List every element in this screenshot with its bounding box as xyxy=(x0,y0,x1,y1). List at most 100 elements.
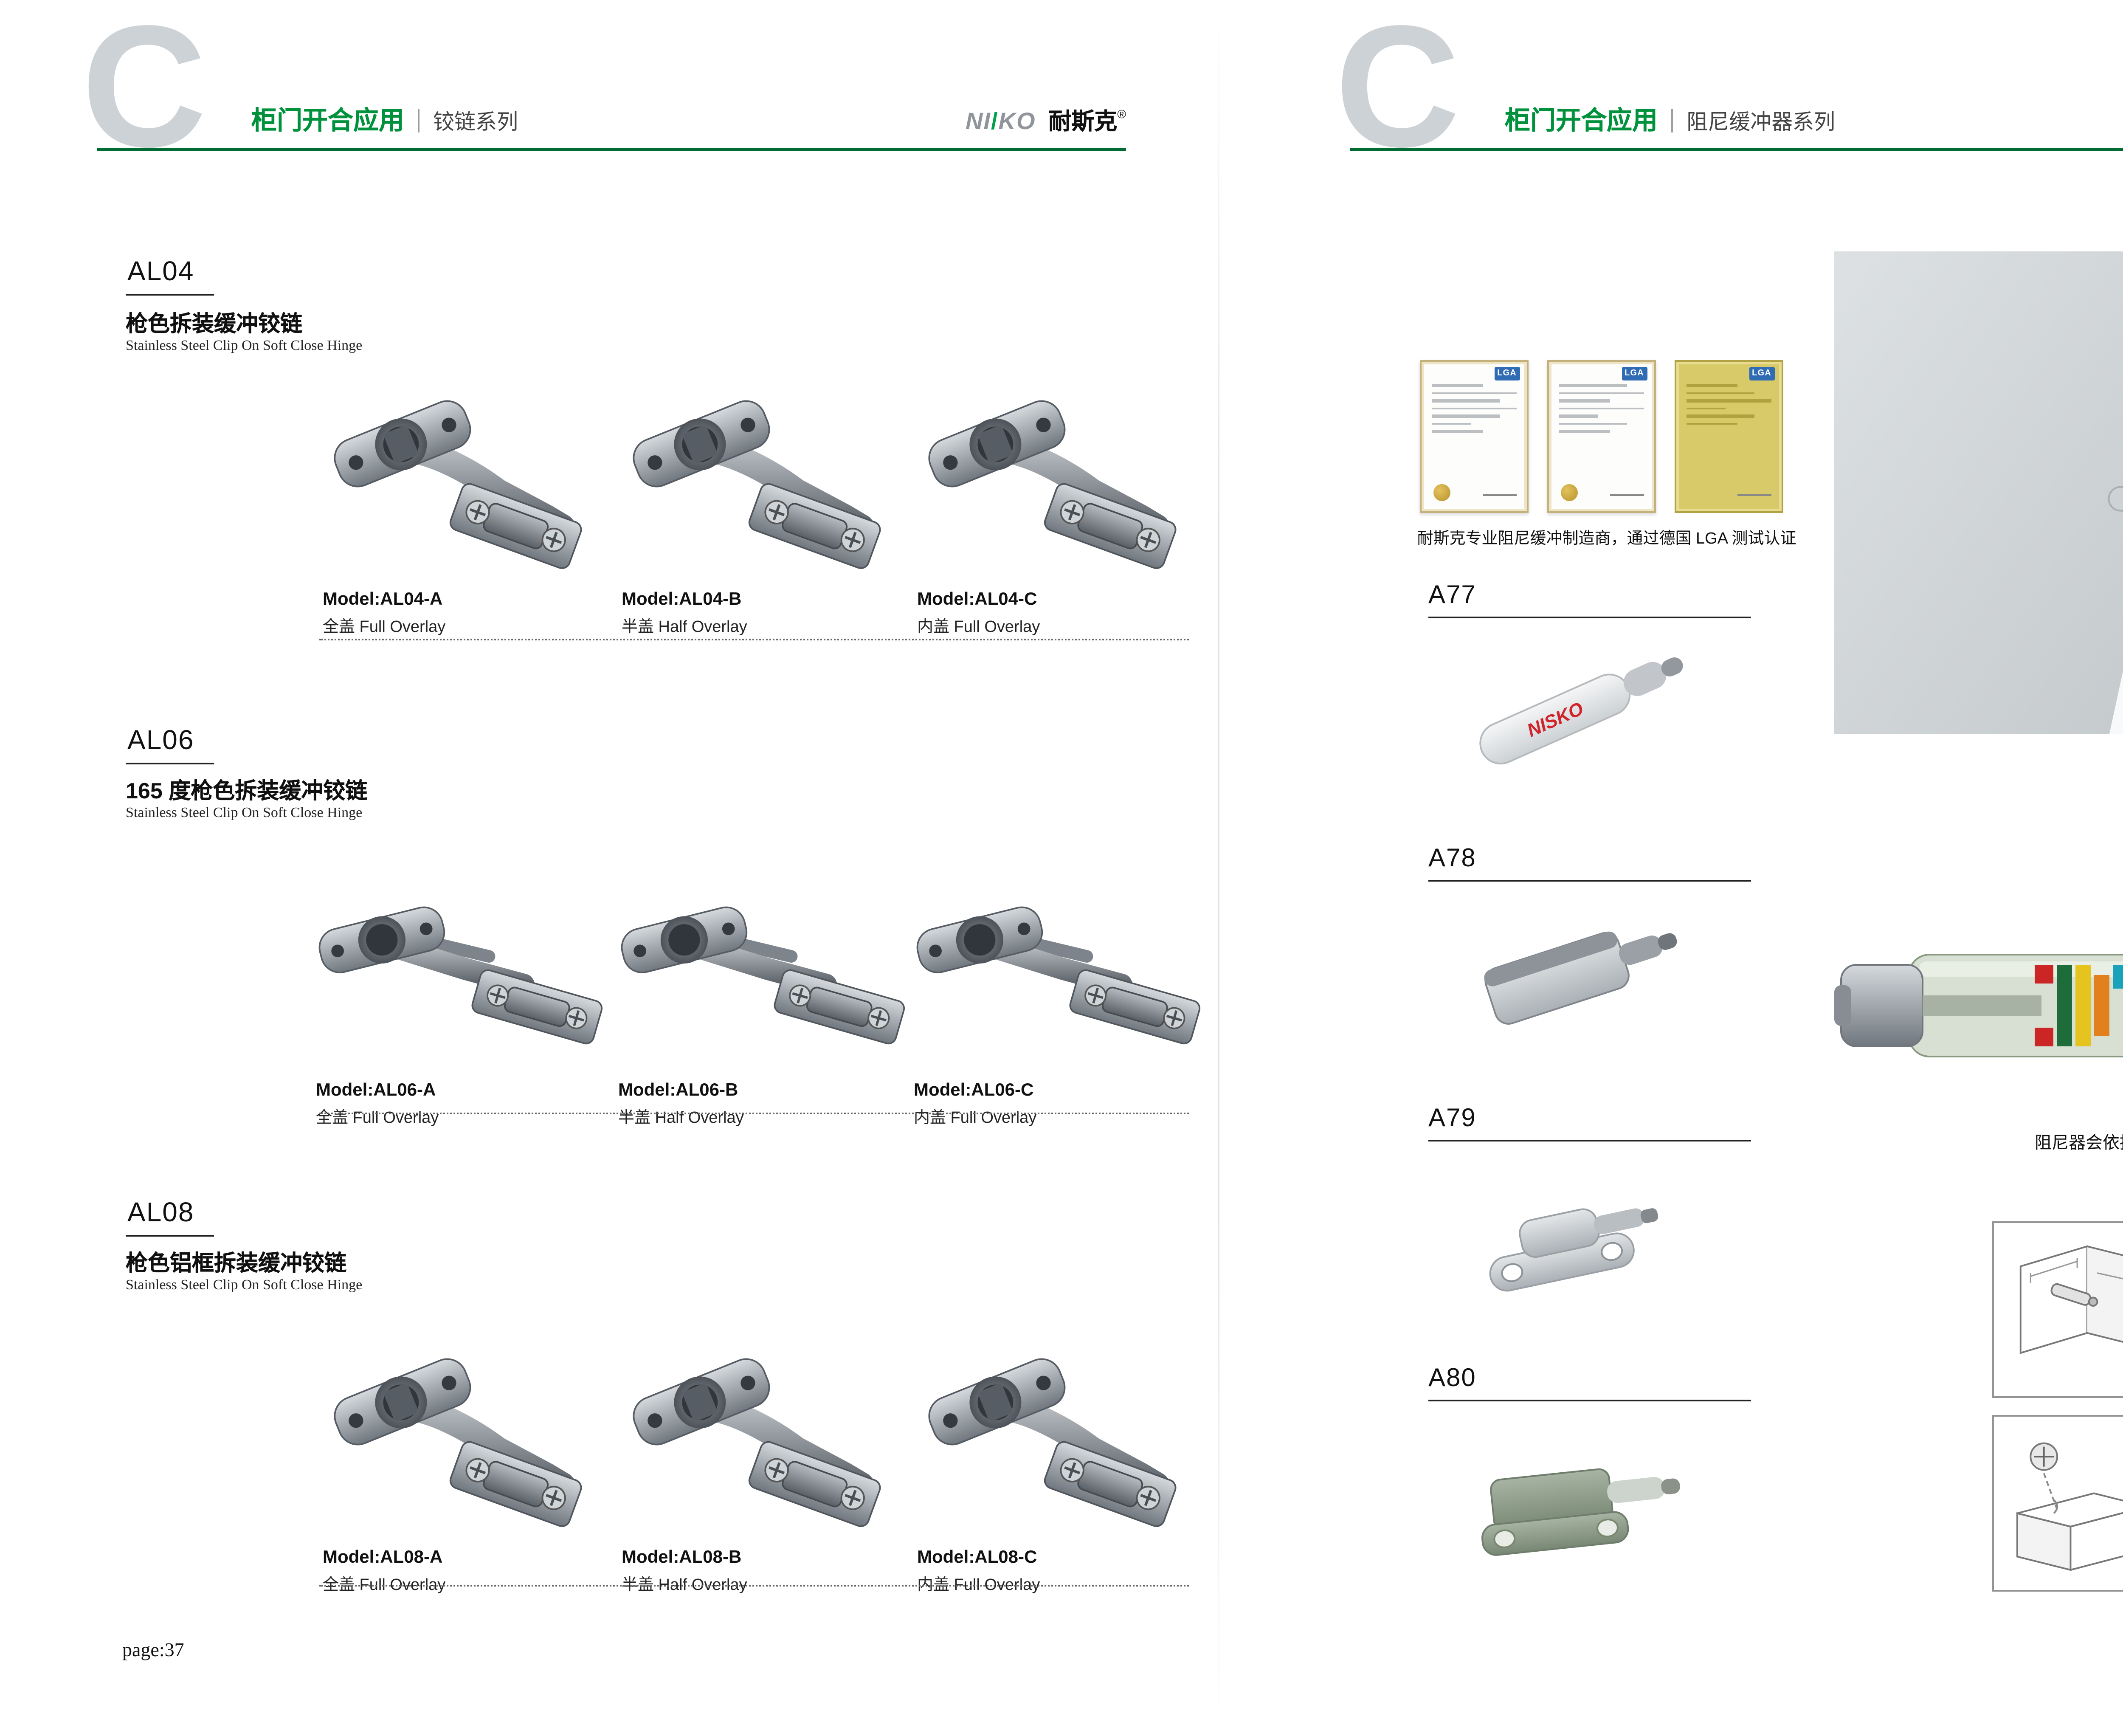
product-al06-c: Model:AL06-C 内盖 Full Overlay xyxy=(914,883,1213,1128)
header-series: 阻尼缓冲器系列 xyxy=(1687,110,1836,134)
cert-text-line xyxy=(1687,422,1737,425)
model-heading-a78: A78 xyxy=(1428,844,1751,882)
hinge-photo xyxy=(917,1345,1192,1541)
product-model: Model:AL08-C xyxy=(917,1547,1037,1568)
cert-seal xyxy=(1433,484,1450,501)
cert-text-line xyxy=(1687,384,1737,386)
logo-text: KO xyxy=(998,107,1036,134)
cert-text-line xyxy=(1432,407,1517,409)
model-heading-a77: A77 xyxy=(1428,581,1751,618)
left-page-header: 柜门开合应用 铰链系列 xyxy=(251,102,518,138)
damper-cutaway-photo xyxy=(1834,938,2123,1074)
damper-description: 产品静音，效果消音 完美品质，终身保用 xyxy=(1916,882,2123,937)
cert-text-line xyxy=(1432,384,1483,386)
cert-text-line xyxy=(1559,407,1644,409)
cert-text-line xyxy=(1687,392,1754,394)
cert-text-line xyxy=(1559,422,1627,425)
install-diagram-1 xyxy=(1992,1221,2123,1398)
page-gutter xyxy=(1218,0,1219,1736)
product-type: 内盖 Full Overlay xyxy=(917,1576,1040,1595)
damper-photo xyxy=(1454,893,1712,1046)
product-type: 半盖 Half Overlay xyxy=(618,1109,744,1128)
product-model: Model:AL06-B xyxy=(618,1080,738,1101)
damper-title-en: NISKO Damper xyxy=(1916,848,2123,871)
product-type: 全盖 Full Overlay xyxy=(316,1109,439,1128)
watermark-letter: C xyxy=(1335,0,1460,183)
cert-text-line xyxy=(1432,422,1470,425)
right-page-header: 柜门开合应用 阻尼缓冲器系列 xyxy=(1505,102,1835,138)
product-type: 半盖 Half Overlay xyxy=(622,618,747,637)
certificate-photo: LGA xyxy=(1547,360,1656,513)
damper-photo xyxy=(1454,1152,1712,1308)
section-code-al04: AL04 xyxy=(126,258,215,296)
section-code-al06: AL06 xyxy=(126,727,215,764)
header-rule xyxy=(97,148,1126,151)
hinge-photo xyxy=(316,883,615,1074)
brand-logo: NI/KO 耐斯克® xyxy=(2070,102,2123,138)
cert-signature xyxy=(1610,494,1644,496)
section-title-cn: 165 度枪色拆装缓冲铰链 xyxy=(126,778,368,803)
section-title-cn: 枪色铝框拆装缓冲铰链 xyxy=(126,1250,347,1276)
install-diagram-3 xyxy=(1992,1415,2123,1592)
header-category: 柜门开合应用 xyxy=(251,107,405,136)
lga-badge: LGA xyxy=(1494,367,1520,380)
hinge-photo xyxy=(914,883,1213,1074)
lga-badge: LGA xyxy=(1749,367,1775,380)
product-model: Model:AL04-A xyxy=(323,589,443,610)
product-al08-b: Model:AL08-B 半盖 Half Overlay xyxy=(622,1345,921,1595)
product-a77: NISKO xyxy=(1454,632,1712,781)
brand-logo-cn: 耐斯克 xyxy=(1048,109,1118,134)
auto-adjust-description: 阻尼器会依据门板关闭时所产生的压力大小 自动调节阻力 从而达到最佳的缓冲效果 xyxy=(1865,1131,2123,1210)
cert-text-line xyxy=(1559,430,1610,432)
product-al04-b: Model:AL04-B 半盖 Half Overlay xyxy=(622,387,921,637)
hinge-photo xyxy=(323,1345,598,1541)
auto-desc-line: 从而达到最佳的缓冲效果 xyxy=(1865,1184,2123,1210)
damper-title-cn: 阻尼缓冲器 xyxy=(1916,814,2123,848)
row-separator xyxy=(319,1585,1189,1587)
damper-photo: NISKO xyxy=(1479,657,1683,765)
header-divider xyxy=(418,108,420,132)
header-category: 柜门开合应用 xyxy=(1505,107,1658,136)
product-al08-c: Model:AL08-C 内盖 Full Overlay xyxy=(917,1345,1216,1595)
product-type: 全盖 Full Overlay xyxy=(323,618,446,637)
cabinet-door-photo xyxy=(1834,251,2123,734)
product-al08-a: Model:AL08-A 全盖 Full Overlay xyxy=(323,1345,622,1595)
cert-signature xyxy=(1483,494,1517,496)
header-series: 铰链系列 xyxy=(433,110,518,134)
hinge-photo xyxy=(618,883,917,1074)
product-model: Model:AL08-B xyxy=(622,1547,742,1568)
certificate-photo: LGA xyxy=(1420,360,1529,513)
model-heading-a80: A80 xyxy=(1428,1364,1751,1401)
section-code-al08: AL08 xyxy=(126,1199,215,1237)
auto-desc-line: 自动调节阻力 xyxy=(1865,1158,2123,1184)
application-photo xyxy=(1834,251,2123,734)
product-type: 内盖 Full Overlay xyxy=(914,1109,1037,1128)
auto-adjust-title: 阻力自动调节 xyxy=(1916,1094,2123,1126)
damper-desc-line: 完美品质，终身保用 xyxy=(1916,909,2123,937)
product-al04-c: Model:AL04-C 内盖 Full Overlay xyxy=(917,387,1216,637)
lga-badge: LGA xyxy=(1621,367,1647,380)
model-code: A80 xyxy=(1428,1364,1476,1393)
hinge-photo xyxy=(622,387,897,583)
cert-seal xyxy=(1561,484,1578,501)
cert-text-line xyxy=(1687,399,1771,402)
product-type: 半盖 Half Overlay xyxy=(622,1576,747,1595)
product-model: Model:AL04-B xyxy=(622,589,742,610)
hinge-photo xyxy=(323,387,598,583)
header-divider xyxy=(1671,108,1673,132)
certificates: LGA LGA LGA xyxy=(1420,360,1783,513)
row-separator xyxy=(319,1113,1189,1114)
watermark-letter: C xyxy=(82,0,207,183)
section-title-en: Stainless Steel Clip On Soft Close Hinge xyxy=(126,336,363,353)
certificate-photo: LGA xyxy=(1675,360,1783,513)
cert-text-line xyxy=(1559,414,1597,417)
product-model: Model:AL06-A xyxy=(316,1080,436,1101)
row-separator xyxy=(319,639,1189,640)
product-a79 xyxy=(1454,1152,1712,1308)
product-al04-a: Model:AL04-A 全盖 Full Overlay xyxy=(323,387,622,637)
model-code: A79 xyxy=(1428,1104,1476,1133)
cert-signature xyxy=(1737,494,1771,496)
logo-text: NI xyxy=(965,107,991,134)
page-number-37: page:37 xyxy=(122,1641,184,1661)
